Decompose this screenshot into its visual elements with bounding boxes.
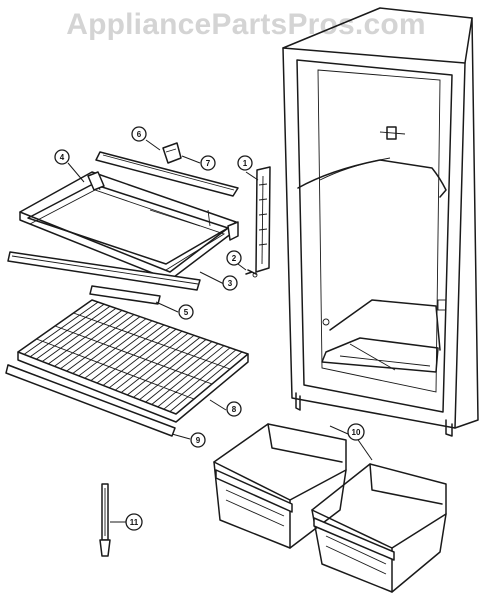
- svg-text:4: 4: [60, 153, 65, 162]
- callout-4: 4: [54, 149, 70, 165]
- svg-text:2: 2: [232, 254, 237, 263]
- callout-5: 5: [178, 304, 194, 320]
- callout-9: 9: [190, 432, 206, 448]
- svg-text:7: 7: [206, 159, 211, 168]
- shelf-clip: [162, 142, 182, 164]
- svg-text:11: 11: [130, 518, 139, 527]
- svg-text:5: 5: [184, 308, 189, 317]
- svg-text:6: 6: [137, 130, 142, 139]
- shelf-front-trim: [7, 251, 201, 291]
- svg-text:9: 9: [196, 436, 201, 445]
- svg-text:10: 10: [352, 428, 361, 437]
- refrigerator-cabinet: [282, 7, 479, 437]
- crisper-drawers: [213, 423, 447, 593]
- glass-shelf-trim: [89, 285, 161, 305]
- callout-1: 1: [237, 155, 253, 171]
- capillary-tube: [99, 483, 111, 557]
- callout-6: 6: [131, 126, 147, 142]
- svg-text:1: 1: [243, 159, 248, 168]
- front-edge-trim: [5, 364, 176, 437]
- svg-text:8: 8: [232, 405, 237, 414]
- screw: [245, 269, 258, 278]
- callout-10: 10: [347, 423, 365, 441]
- callout-2: 2: [226, 250, 242, 266]
- shelf-support-rail: [255, 166, 271, 273]
- callout-11: 11: [125, 513, 143, 531]
- callout-8: 8: [226, 401, 242, 417]
- callout-7: 7: [200, 155, 216, 171]
- leader-lines: [67, 139, 373, 523]
- svg-text:3: 3: [228, 279, 233, 288]
- callout-3: 3: [222, 275, 238, 291]
- shelf-trim-strip: [95, 151, 239, 197]
